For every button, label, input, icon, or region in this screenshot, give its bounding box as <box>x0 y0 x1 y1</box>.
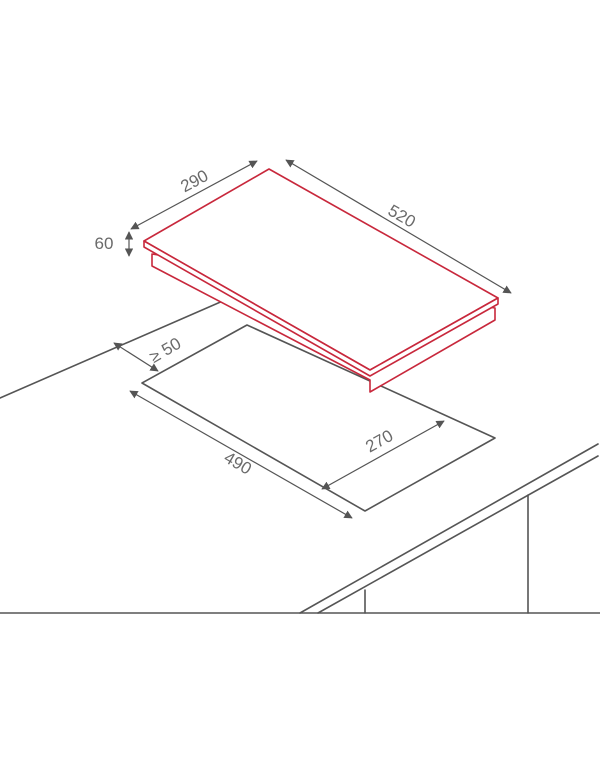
label-min-distance: ≥ 50 <box>146 334 184 367</box>
dimension-cutout-width: 490 <box>129 390 353 519</box>
label-hob-depth: 290 <box>177 166 211 196</box>
dimension-hob-height: 60 <box>95 231 134 257</box>
label-cutout-width: 490 <box>221 448 255 479</box>
worktop <box>0 289 600 614</box>
dimension-cutout-depth: 270 <box>321 420 445 490</box>
label-hob-width: 520 <box>385 201 419 232</box>
label-hob-height: 60 <box>95 234 114 253</box>
label-cutout-depth: 270 <box>362 426 396 456</box>
